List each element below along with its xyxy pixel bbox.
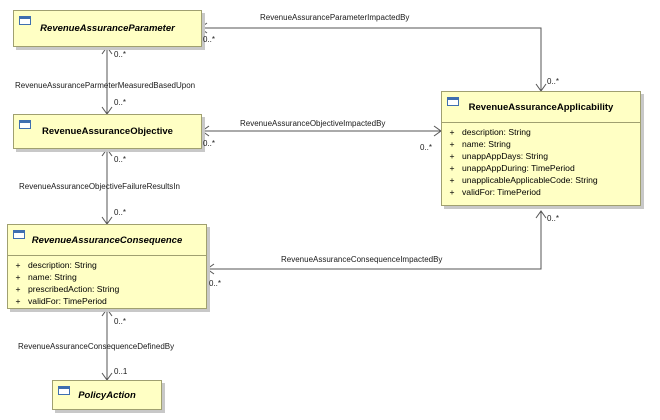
assoc-label: RevenueAssuranceObjectiveFailureResultsI…: [19, 182, 180, 191]
arrowhead: [101, 308, 113, 317]
attribute: +validFor: TimePeriod: [449, 187, 541, 197]
multiplicity: 0..*: [203, 35, 216, 44]
attribute: +description: String: [15, 260, 97, 270]
assoc-label: RevenueAssuranceParameterImpactedBy: [260, 13, 410, 22]
multiplicity: 0..*: [114, 155, 127, 164]
class-name: RevenueAssuranceObjective: [42, 126, 173, 137]
class-name: RevenueAssuranceApplicability: [468, 101, 614, 113]
arrowhead: [101, 148, 113, 157]
class-name: RevenueAssuranceParameter: [40, 23, 175, 34]
class-icon: [19, 120, 31, 129]
class-icon: [447, 97, 459, 106]
assoc-label: RevenueAssuranceObjectiveImpactedBy: [240, 119, 386, 128]
assoc-label: RevenueAssuranceParmeterMeasuredBasedUpo…: [15, 81, 196, 90]
multiplicity: 0..*: [209, 279, 222, 288]
attribute: +unapplicableApplicableCode: String: [449, 175, 598, 185]
attribute: +prescribedAction: String: [15, 284, 120, 294]
attribute: +unappAppDuring: TimePeriod: [449, 163, 575, 173]
arrowhead: [535, 210, 547, 219]
class-name: PolicyAction: [78, 389, 136, 401]
attribute: +name: String: [449, 139, 511, 149]
class-revenue-assurance-applicability[interactable]: RevenueAssuranceApplicability +descripti…: [441, 91, 641, 206]
class-name: RevenueAssuranceConsequence: [31, 234, 183, 246]
assoc-parameter-impacted-line: [202, 27, 542, 91]
assoc-consequence-impacted-line: [207, 211, 542, 270]
multiplicity: 0..*: [420, 143, 433, 152]
multiplicity: 0..*: [547, 77, 560, 86]
class-policy-action[interactable]: PolicyAction: [52, 380, 162, 410]
attribute: +validFor: TimePeriod: [15, 296, 107, 306]
class-icon: [13, 230, 25, 239]
assoc-label: RevenueAssuranceConsequenceDefinedBy: [18, 342, 175, 351]
multiplicity: 0..*: [547, 214, 560, 223]
multiplicity: 0..1: [114, 367, 128, 376]
class-revenue-assurance-consequence[interactable]: RevenueAssuranceConsequence +description…: [7, 224, 207, 309]
assoc-label: RevenueAssuranceConsequenceImpactedBy: [281, 255, 443, 264]
multiplicity: 0..*: [203, 139, 216, 148]
arrowhead: [101, 46, 113, 55]
multiplicity: 0..*: [114, 98, 127, 107]
attribute-list: +description: String +name: String +pres…: [8, 255, 206, 309]
attribute: +description: String: [449, 127, 531, 137]
class-revenue-assurance-parameter[interactable]: RevenueAssuranceParameter: [13, 10, 202, 47]
arrowhead: [206, 263, 215, 275]
attribute: +unappAppDays: String: [449, 151, 548, 161]
class-revenue-assurance-objective[interactable]: RevenueAssuranceObjective: [13, 114, 202, 149]
class-icon: [19, 16, 31, 25]
multiplicity: 0..*: [114, 317, 127, 326]
arrowhead: [201, 125, 210, 137]
attribute-list: +description: String +name: String +unap…: [442, 122, 640, 200]
class-icon: [58, 386, 70, 395]
attribute: +name: String: [15, 272, 77, 282]
multiplicity: 0..*: [114, 50, 127, 59]
multiplicity: 0..*: [114, 208, 127, 217]
